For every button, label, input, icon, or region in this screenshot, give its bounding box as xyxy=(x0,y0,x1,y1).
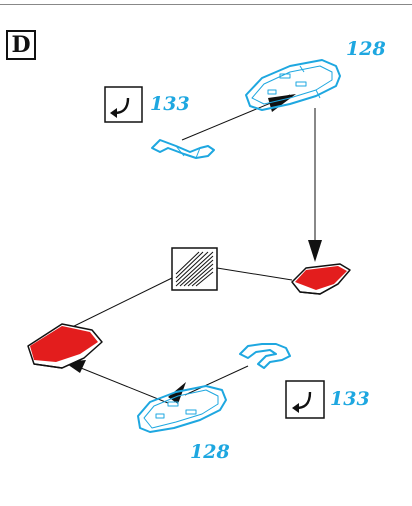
red-block-left xyxy=(27,323,103,369)
part-number-bottom-clip: 133 xyxy=(330,388,370,410)
bend-icon-box-top xyxy=(104,86,143,123)
part-number-top-plate: 128 xyxy=(346,38,386,60)
blue-plate-bottom xyxy=(137,385,227,433)
red-block-right xyxy=(291,263,351,295)
part-number-top-clip: 133 xyxy=(150,93,190,115)
wood-grain-texture-icon xyxy=(171,247,218,291)
bend-icon-box-bottom xyxy=(285,380,325,419)
top-rule xyxy=(0,4,412,5)
step-label: D xyxy=(6,30,36,60)
part-number-bottom-plate: 128 xyxy=(190,441,230,463)
blue-plate-top xyxy=(245,59,341,111)
arrowhead-down-red xyxy=(308,240,322,262)
connector-clip-to-plate-bottom xyxy=(184,365,249,396)
connector-texture-to-red-left xyxy=(61,277,173,333)
blue-clip-top xyxy=(151,139,215,159)
connector-texture-to-red-right xyxy=(216,267,293,281)
blue-clip-bottom xyxy=(239,343,291,369)
connector-plate-to-red-left xyxy=(75,365,169,404)
